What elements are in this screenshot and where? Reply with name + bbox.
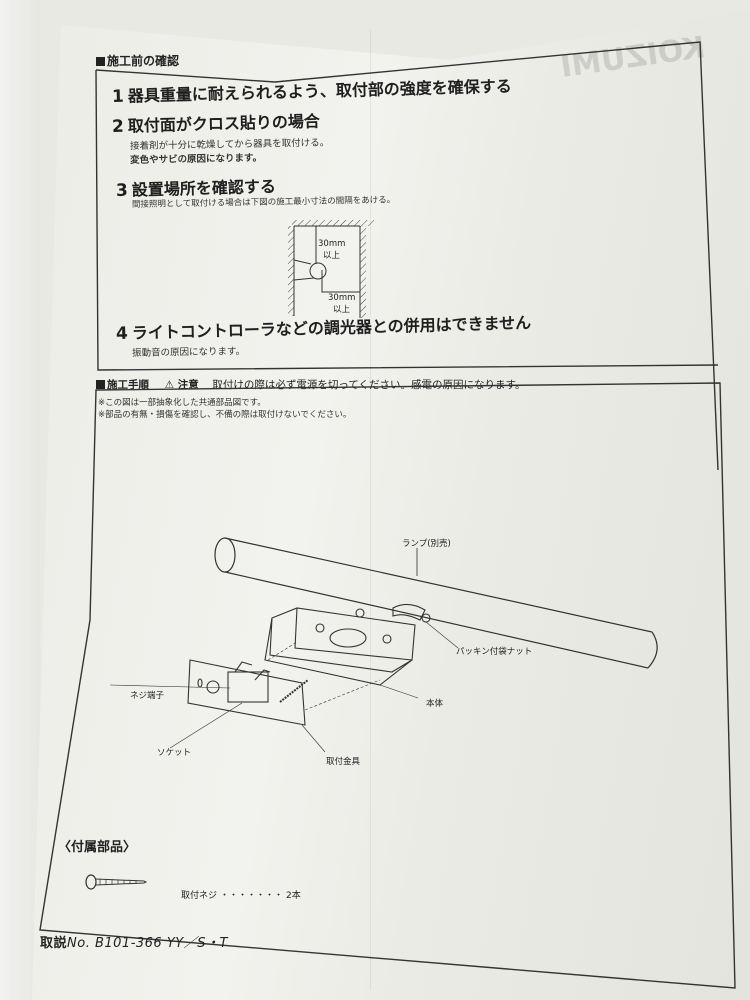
screw-icon xyxy=(85,874,148,890)
square-bullet-icon xyxy=(96,57,105,66)
clearance-top-label: 30mm 以上 xyxy=(318,239,346,261)
warning-triangle-icon: ⚠ xyxy=(164,379,175,391)
background-surface xyxy=(0,0,40,1000)
instruction-sheet xyxy=(32,10,750,1000)
label-screw-terminal: ネジ端子 xyxy=(130,691,165,701)
label-packing-nut: パッキン付袋ナット xyxy=(456,647,533,657)
paper-fold xyxy=(370,30,371,990)
fixture-body xyxy=(264,603,431,686)
procedure-note-2: ※部品の有無・損傷を確認し、不備の際は取付けないでください。 xyxy=(98,410,352,420)
clearance-side-label: 30mm 以上 xyxy=(328,293,356,315)
label-socket: ソケット xyxy=(157,748,192,758)
mounting-bracket xyxy=(187,659,306,726)
lamp-tube xyxy=(214,537,658,669)
square-bullet-icon xyxy=(96,380,105,389)
label-body: 本体 xyxy=(426,699,444,709)
manual-number: 取説No. B101-366 YY／S・T xyxy=(40,936,228,951)
assembly-diagram xyxy=(109,537,658,753)
clearance-diagram xyxy=(288,220,374,318)
label-lamp: ランプ(別売) xyxy=(402,539,451,549)
label-bracket: 取付金具 xyxy=(326,757,361,767)
section-heading-pre-check: 施工前の確認 xyxy=(96,52,179,69)
accessories-heading: 〈付属部品〉 xyxy=(58,840,137,855)
procedure-note-1: ※この図は一部抽象化した共通部品図です。 xyxy=(98,398,266,408)
accessory-item: 取付ネジ・・・・・・・2本 xyxy=(181,891,301,901)
